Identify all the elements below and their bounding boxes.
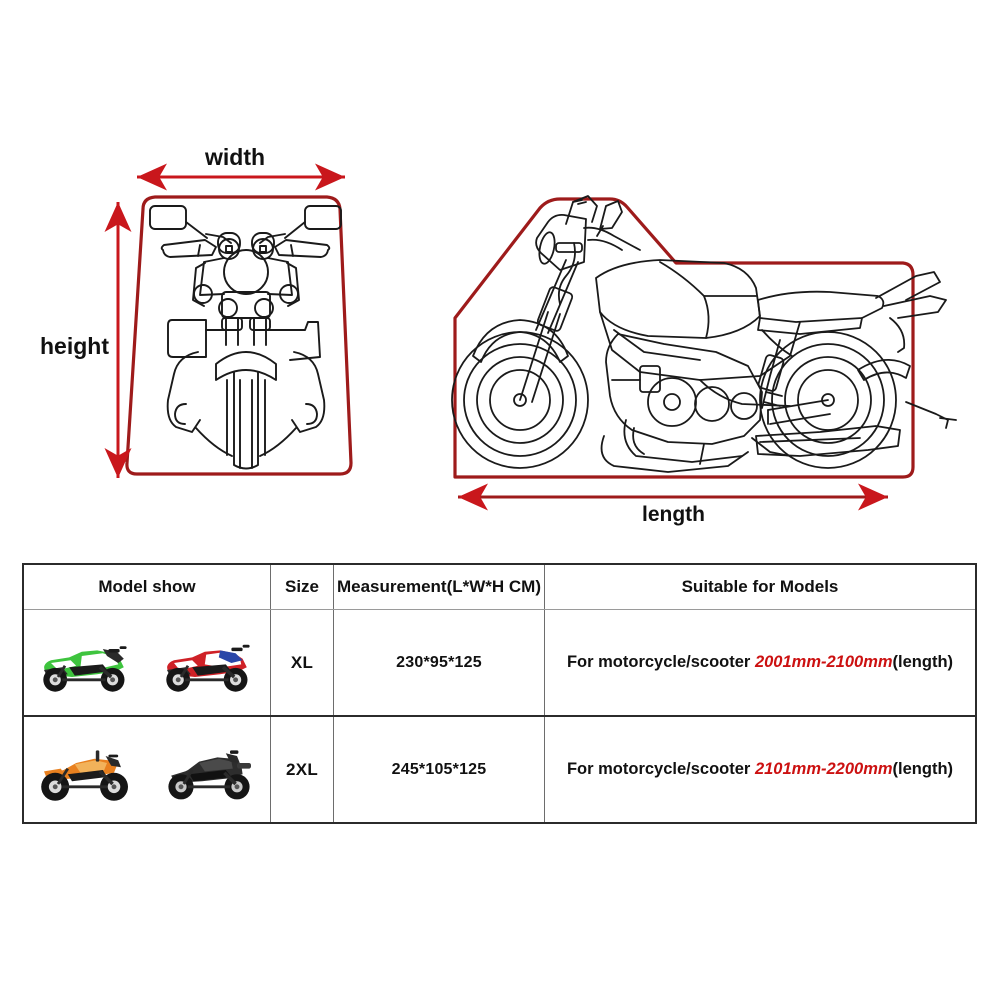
header-model-show: Model show [22,563,271,610]
green-sportbike-thumbnail [42,645,127,692]
diagram-svg [104,163,957,511]
suitable-prefix: For motorcycle/scooter [566,760,755,778]
width-dimension-label: width [205,144,266,170]
suitable-length-range: 2101mm-2200mm [754,760,893,778]
header-suitable-for-models: Suitable for Models [544,563,977,610]
suitable-models-value: For motorcycle/scooter 2001mm-2100mm(len… [544,609,977,717]
size-value: XL [270,609,334,717]
suitable-prefix: For motorcycle/scooter [566,653,755,671]
measurement-value: 230*95*125 [333,609,545,717]
table-row: 2XL 245*105*125 For motorcycle/scooter 2… [22,715,977,824]
suitable-suffix: (length) [892,653,954,671]
black-naked-streetbike-thumbnail [167,749,251,799]
red-white-blue-sportbike-thumbnail [165,644,250,692]
bike-thumbnail-pair [24,610,270,715]
side-view-motorcycle [451,195,957,473]
size-spec-table: Model show Size Measurement(L*W*H CM) Su… [22,563,977,824]
suitable-length-range: 2001mm-2100mm [754,653,893,671]
model-show-cell [22,715,271,824]
length-dimension-label: length [642,503,705,526]
front-view-motorcycle [149,205,342,470]
size-value: 2XL [270,715,334,824]
measurement-value: 245*105*125 [333,715,545,824]
cover-dimension-diagram: width height length [40,144,957,526]
table-header-row: Model show Size Measurement(L*W*H CM) Su… [22,563,977,610]
table-row: XL 230*95*125 For motorcycle/scooter 200… [22,609,977,717]
height-dimension-label: height [40,333,109,359]
bike-thumbnail-pair [24,717,270,822]
suitable-suffix: (length) [892,760,954,778]
header-measurement: Measurement(L*W*H CM) [333,563,545,610]
model-show-cell [22,609,271,717]
suitable-models-value: For motorcycle/scooter 2101mm-2200mm(len… [544,715,977,824]
orange-enduro-bike-thumbnail [40,749,128,801]
header-size: Size [270,563,334,610]
side-view-cover-outline [453,197,915,479]
